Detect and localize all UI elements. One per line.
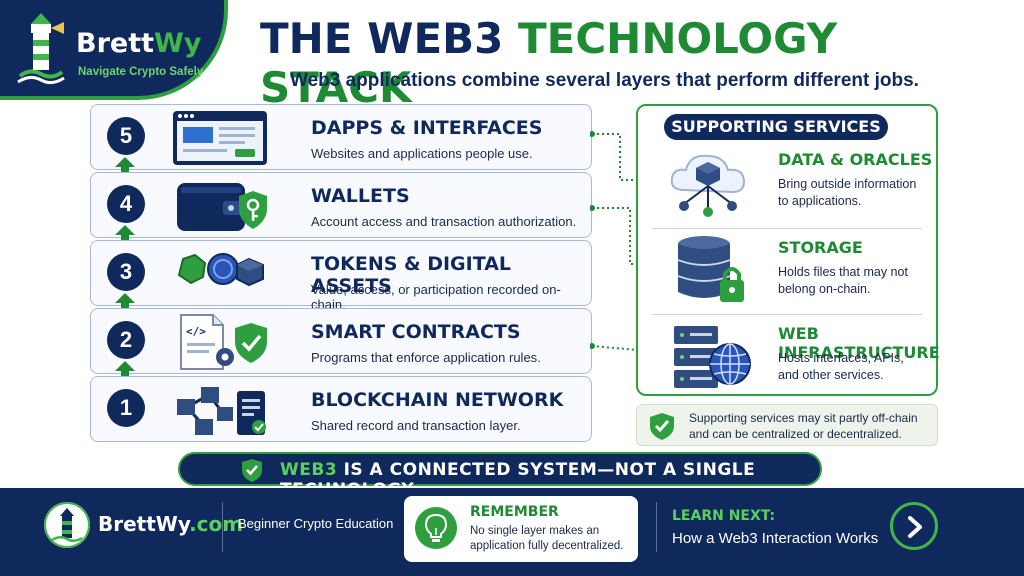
service-data-oracles: DATA & ORACLES Bring outside information… (638, 144, 936, 226)
layer-number: 3 (107, 253, 145, 291)
services-note: Supporting services may sit partly off-c… (636, 404, 938, 446)
footer-education: Beginner Crypto Education (238, 516, 394, 531)
service-description: Hosts interfaces, APIs, and other servic… (778, 351, 904, 382)
lighthouse-logo-icon (17, 13, 65, 85)
layer-smart-contracts: 2 </> SMART CONTRACTS Programs that enfo… (90, 308, 592, 374)
up-arrow-icon (115, 225, 135, 243)
layer-number: 1 (107, 389, 145, 427)
cloud-network-icon (670, 154, 746, 217)
key-message-banner: WEB3 IS A CONNECTED SYSTEM—NOT A SINGLE … (178, 452, 822, 500)
service-title: DATA & ORACLES (778, 150, 933, 169)
blockchain-icon (177, 387, 266, 435)
shield-check-icon (650, 413, 674, 440)
remember-card: REMEMBER No single layer makes an applic… (404, 496, 638, 562)
service-description: Holds files that may not belong on-chain… (778, 265, 908, 296)
layer-description: Websites and applications people use. (311, 146, 533, 161)
layer-number: 2 (107, 321, 145, 359)
service-description: Bring outside information to application… (778, 177, 917, 208)
layer-title: BLOCKCHAIN NETWORK (311, 389, 564, 411)
footer-brand: BrettWy.com (98, 512, 244, 536)
layer-title: TOKENS & DIGITAL ASSETS (311, 253, 512, 297)
up-arrow-icon (115, 157, 135, 175)
note-text: Supporting services may sit partly off-c… (689, 411, 918, 441)
server-globe-icon (674, 326, 751, 388)
divider (652, 228, 922, 229)
layer-title: SMART CONTRACTS (311, 321, 521, 343)
lightbulb-icon (415, 507, 457, 549)
learn-next-label: LEARN NEXT: (672, 508, 776, 524)
page-title: THE WEB3 TECHNOLOGY STACK (260, 14, 838, 112)
remember-title: REMEMBER (470, 504, 559, 520)
page-subtitle: Web3 applications combine several layers… (290, 70, 919, 91)
lighthouse-logo-icon (44, 502, 90, 548)
layer-dapps: 5 DAPPS & INTERFACES Websites and applic… (90, 104, 592, 170)
remember-text: No single layer makes an application ful… (470, 525, 624, 552)
learn-next-link[interactable]: How a Web3 Interaction Works (672, 530, 879, 547)
wallet-icon (177, 183, 267, 231)
brand-name: BrettWy (76, 28, 202, 59)
technology-stack: 5 DAPPS & INTERFACES Websites and applic… (90, 104, 592, 444)
layer-description: Programs that enforce application rules. (311, 350, 541, 365)
service-title: STORAGE (778, 238, 863, 257)
next-button[interactable] (890, 502, 938, 550)
brand-header: BrettWy Navigate Crypto Safely (0, 0, 228, 100)
layer-number: 4 (107, 185, 145, 223)
tokens-icon (177, 253, 264, 287)
up-arrow-icon (115, 361, 135, 379)
code-document-icon: </> (180, 314, 267, 370)
browser-window-icon (173, 111, 267, 165)
layer-description: Shared record and transaction layer. (311, 418, 521, 433)
brand-tagline: Navigate Crypto Safely (78, 66, 204, 78)
service-title: WEB INFRASTRUCTURE (778, 324, 940, 362)
layer-number: 5 (107, 117, 145, 155)
chevron-right-icon (908, 516, 922, 538)
divider (652, 314, 922, 315)
layer-tokens: 3 TOKENS & DIGITAL ASSETS Value, access,… (90, 240, 592, 312)
layer-blockchain: 1 BLOCKCHAIN NETWORK Shared record and t… (90, 376, 592, 442)
footer: BrettWy.com Beginner Crypto Education RE… (0, 488, 1024, 576)
service-storage: STORAGE Holds files that may not belong … (638, 232, 936, 314)
layer-title: WALLETS (311, 185, 410, 207)
service-web-infrastructure: WEB INFRASTRUCTURE Hosts interfaces, API… (638, 318, 940, 400)
layer-wallets: 4 WALLETS Account access and transaction… (90, 172, 592, 238)
services-label: SUPPORTING SERVICES (664, 114, 888, 140)
shield-check-icon (242, 459, 262, 482)
layer-title: DAPPS & INTERFACES (311, 117, 543, 139)
svg-text:</>: </> (186, 325, 206, 338)
divider (656, 502, 657, 552)
layer-description: Account access and transaction authoriza… (311, 214, 577, 229)
database-lock-icon (677, 236, 744, 302)
up-arrow-icon (115, 293, 135, 311)
supporting-services-panel: SUPPORTING SERVICES DATA & ORACLES Bring… (636, 104, 940, 396)
divider (222, 502, 223, 552)
